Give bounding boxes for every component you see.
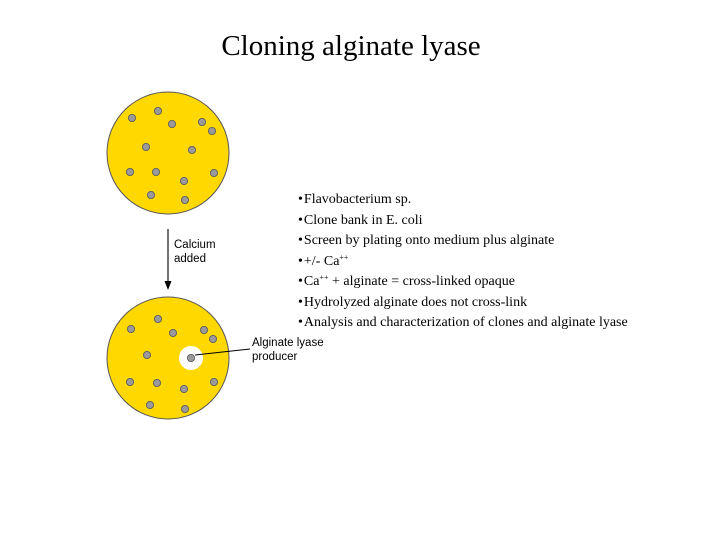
colony	[209, 377, 218, 386]
bullet-marker: •	[298, 192, 303, 207]
bullet-text: Hydrolyzed alginate does not cross-link	[303, 294, 528, 310]
bullet-text: Flavobacterium sp.	[303, 192, 412, 207]
colony	[126, 167, 135, 176]
colonies-before	[126, 107, 218, 204]
colony	[207, 127, 216, 136]
colony	[209, 168, 218, 177]
bullet-item: •Flavobacterium sp.	[298, 190, 628, 211]
colony	[168, 328, 177, 337]
colony	[142, 350, 151, 359]
colony	[127, 114, 136, 123]
colony	[208, 334, 217, 343]
bullet-text: Clone bank in E. coli	[303, 212, 423, 228]
bullet-item: •+/- Ca++	[298, 252, 628, 273]
bullet-item: •Ca++ + alginate = cross-linked opaque	[298, 272, 628, 293]
alginate-lyase-producer-colony	[186, 353, 195, 362]
colony	[180, 404, 189, 413]
bullet-item: •Screen by plating onto medium plus algi…	[298, 231, 628, 252]
producer-label-line1: Alginate lyase	[252, 337, 324, 349]
colony	[179, 176, 188, 185]
colony	[153, 314, 162, 323]
bullet-item: •Analysis and characterization of clones…	[298, 313, 628, 334]
calcium-arrow	[164, 229, 172, 290]
bullet-text: Ca	[303, 274, 320, 289]
bullet-marker: •	[298, 253, 303, 269]
colonies-after	[126, 314, 218, 413]
colony	[199, 325, 208, 334]
petri-plate-before	[106, 91, 230, 215]
arrow-label-line2: added	[174, 253, 206, 265]
superscript-charge: ++	[319, 273, 329, 282]
bullet-marker: •	[298, 274, 303, 289]
producer-label-line2: producer	[252, 351, 298, 363]
bullet-text: Analysis and characterization of clones …	[303, 315, 628, 330]
producer-pointer-line	[194, 348, 251, 356]
colony	[167, 120, 176, 129]
colony	[146, 190, 155, 199]
superscript-charge: ++	[339, 252, 349, 262]
slide-title: Cloning alginate lyase	[221, 30, 481, 62]
bullet-marker: •	[298, 233, 303, 248]
bullet-list: •Flavobacterium sp. •Clone bank in E. co…	[298, 190, 628, 334]
bullet-text: +/- Ca	[303, 253, 340, 269]
petri-plate-after	[106, 296, 230, 420]
bullet-text: Screen by plating onto medium plus algin…	[303, 233, 555, 248]
colony	[180, 195, 189, 204]
bullet-item: •Hydrolyzed alginate does not cross-link	[298, 293, 628, 314]
colony	[152, 378, 161, 387]
colony	[127, 324, 136, 333]
colony	[126, 377, 135, 386]
arrow-label-line1: Calcium	[174, 239, 216, 251]
bullet-text: + alginate = cross-linked opaque	[328, 274, 515, 289]
colony	[153, 107, 162, 116]
colony	[197, 118, 206, 127]
bullet-marker: •	[298, 212, 303, 228]
colony	[179, 384, 188, 393]
bullet-marker: •	[298, 294, 303, 310]
bullet-item: •Clone bank in E. coli	[298, 211, 628, 232]
bullet-marker: •	[298, 315, 303, 330]
colony	[187, 145, 196, 154]
colony	[151, 167, 160, 176]
colony	[141, 142, 150, 151]
colony	[145, 400, 154, 409]
